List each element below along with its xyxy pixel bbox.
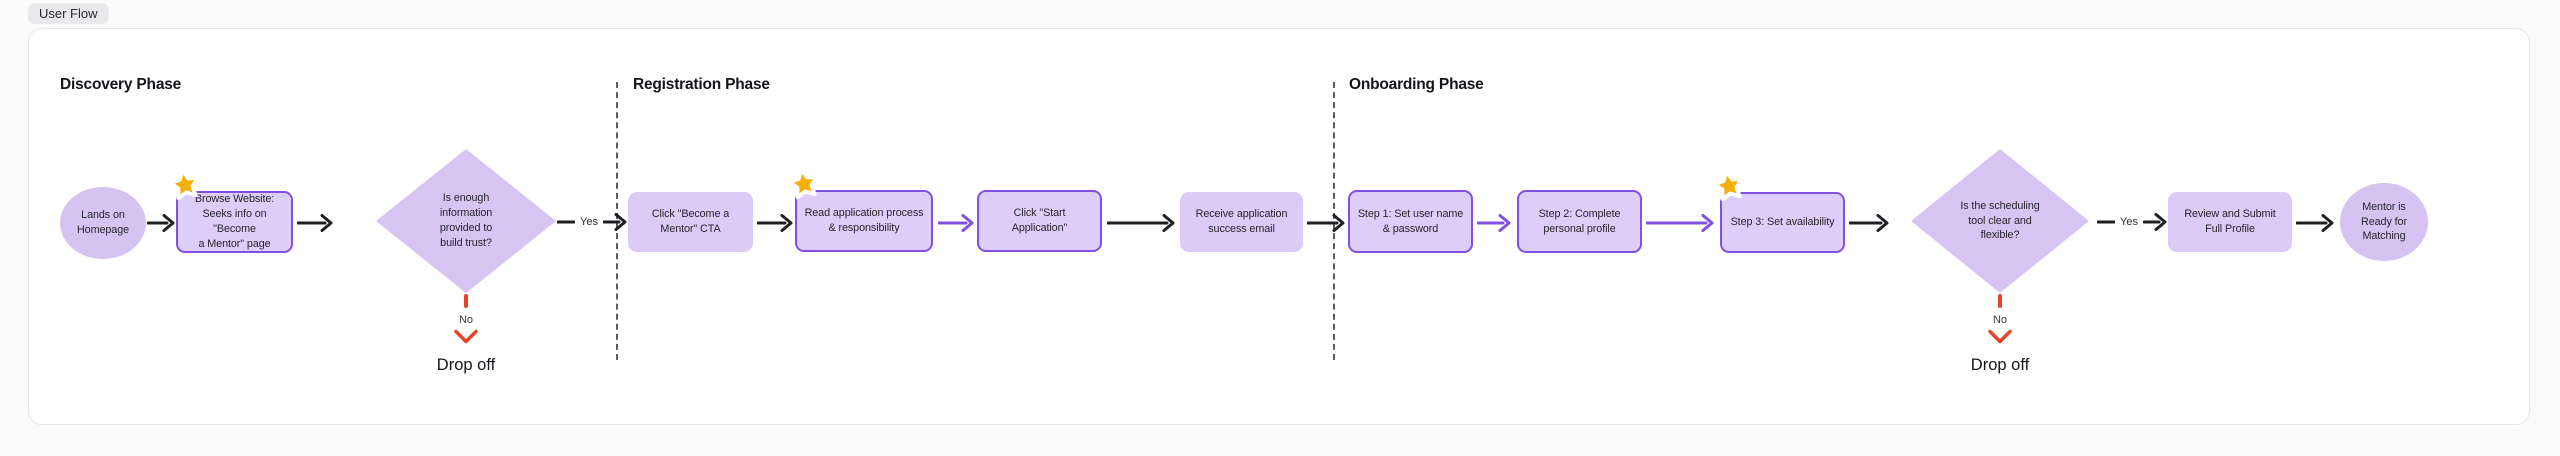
node-label: Step 3: Set availability bbox=[1730, 216, 1835, 229]
yes-label: Yes bbox=[2120, 216, 2138, 228]
dropoff-label: Drop off bbox=[1970, 356, 2030, 374]
node-read-application-process[interactable]: Read application process & responsibilit… bbox=[787, 167, 933, 252]
dropoff-label: Drop off bbox=[436, 356, 496, 374]
flow-arrow bbox=[1646, 214, 1714, 232]
node-label: Read application process & responsibilit… bbox=[804, 207, 924, 234]
tab-user-flow[interactable]: User Flow bbox=[28, 3, 109, 24]
node-receive-success-email[interactable]: Receive application success email bbox=[1180, 192, 1303, 252]
phase-title-discovery: Discovery Phase bbox=[60, 76, 182, 93]
star-icon bbox=[787, 167, 820, 200]
no-edge-stub bbox=[464, 294, 468, 308]
no-edge-stub bbox=[1998, 294, 2002, 308]
flow-arrow bbox=[147, 214, 175, 232]
node-review-submit-profile[interactable]: Review and Submit Full Profile bbox=[2168, 192, 2292, 252]
node-mentor-ready[interactable]: Mentor is Ready for Matching bbox=[2340, 183, 2428, 261]
flow-arrow bbox=[2296, 214, 2334, 232]
flow-arrow bbox=[1477, 214, 1511, 232]
node-step2-personal-profile[interactable]: Step 2: Complete personal profile bbox=[1517, 190, 1642, 253]
node-label: Browse Website: Seeks info on "Become a … bbox=[194, 193, 275, 250]
star-icon bbox=[168, 168, 201, 201]
node-click-become-mentor-cta[interactable]: Click "Become a Mentor" CTA bbox=[628, 192, 753, 252]
dropoff-branch: No Drop off bbox=[396, 294, 536, 375]
arrow-down-icon bbox=[454, 329, 478, 344]
node-browse-website[interactable]: Browse Website: Seeks info on "Become a … bbox=[168, 168, 293, 253]
phase-title-registration: Registration Phase bbox=[633, 76, 770, 93]
arrow-down-icon bbox=[1988, 329, 2012, 344]
phase-title-onboarding: Onboarding Phase bbox=[1349, 76, 1484, 93]
dropoff-branch: No Drop off bbox=[1930, 294, 2070, 375]
flow-arrow bbox=[1107, 214, 1175, 232]
star-icon bbox=[1712, 169, 1745, 202]
yes-label: Yes bbox=[580, 216, 598, 228]
node-click-start-application[interactable]: Click "Start Application" bbox=[977, 190, 1102, 252]
no-label: No bbox=[458, 314, 474, 326]
flow-arrow bbox=[757, 214, 793, 232]
phase-divider bbox=[1333, 82, 1335, 360]
flow-arrow bbox=[1307, 214, 1345, 232]
edge-yes: Yes bbox=[2097, 209, 2169, 235]
node-lands-on-homepage[interactable]: Lands on Homepage bbox=[60, 187, 146, 259]
node-step1-username-password[interactable]: Step 1: Set user name & password bbox=[1348, 190, 1473, 253]
flow-arrow bbox=[938, 214, 974, 232]
no-label: No bbox=[1992, 314, 2008, 326]
flow-arrow bbox=[1849, 214, 1889, 232]
flow-arrow bbox=[297, 214, 333, 232]
edge-yes: Yes bbox=[557, 209, 629, 235]
node-step3-availability[interactable]: Step 3: Set availability bbox=[1712, 169, 1845, 253]
